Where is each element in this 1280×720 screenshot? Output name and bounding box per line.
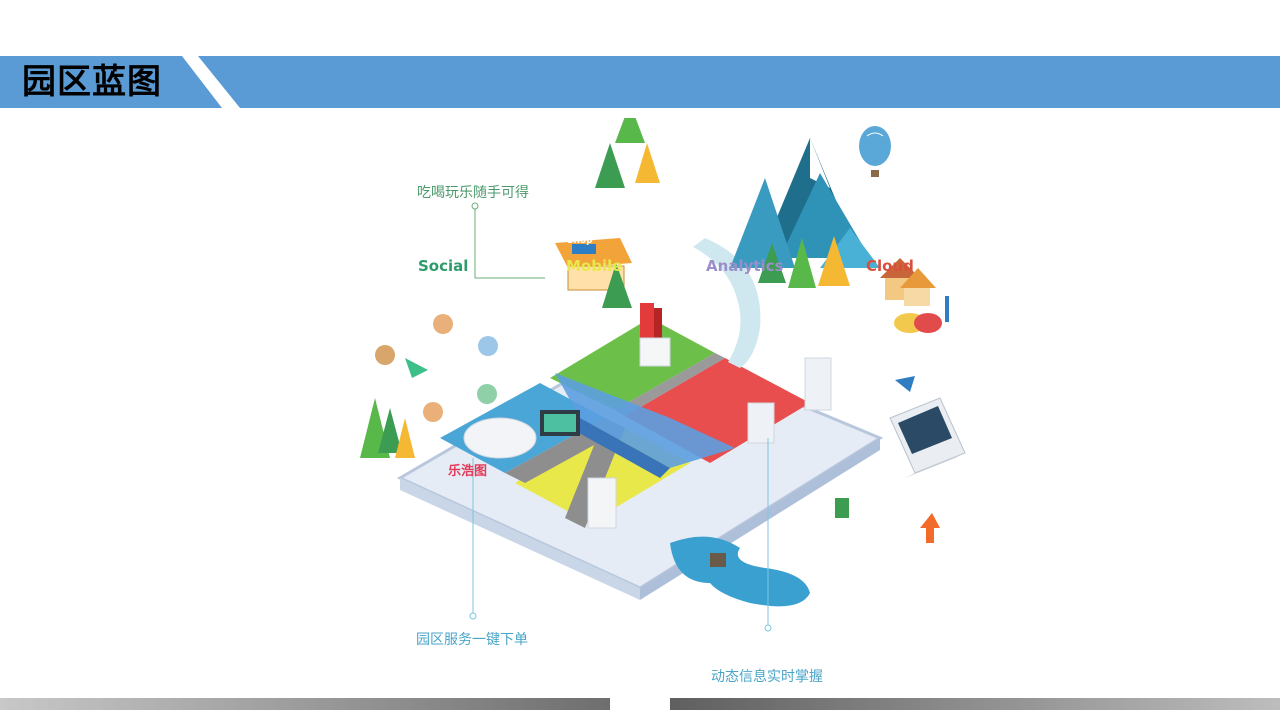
footer-bar-right bbox=[670, 698, 1280, 710]
shop-sign: Shop bbox=[567, 236, 593, 246]
keyword-social: Social bbox=[418, 257, 469, 275]
callout-bottom-left: 园区服务一键下单 bbox=[416, 632, 528, 648]
callout-bottom-right: 动态信息实时掌握 bbox=[711, 669, 823, 685]
city-drawing bbox=[360, 118, 966, 632]
footer-bar-left bbox=[0, 698, 610, 710]
keyword-mobile: Mobile bbox=[566, 257, 623, 275]
isometric-city-illustration: Shop 乐浩图 bbox=[340, 118, 980, 698]
title-plate bbox=[0, 56, 222, 108]
callout-top: 吃喝玩乐随手可得 bbox=[417, 185, 529, 201]
green-district bbox=[550, 318, 715, 410]
logo-text: 乐浩图 bbox=[448, 464, 488, 479]
page-title: 园区蓝图 bbox=[22, 62, 162, 102]
keyword-analytics: Analytics bbox=[706, 257, 784, 275]
keyword-cloud: Cloud bbox=[866, 257, 914, 275]
